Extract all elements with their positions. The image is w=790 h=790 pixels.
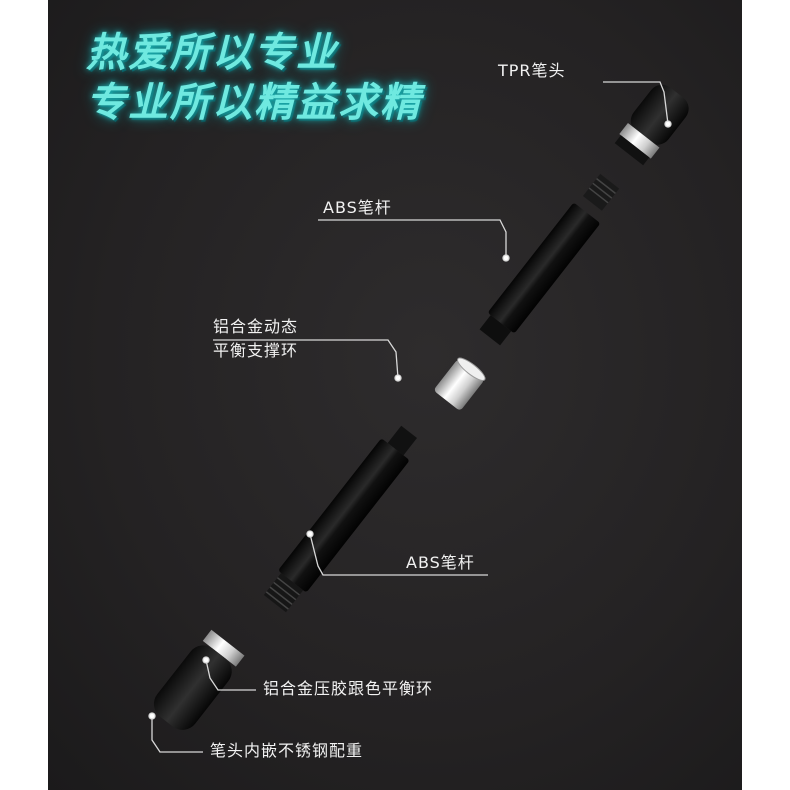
callout-tpr-tip: TPR笔头 <box>498 61 566 80</box>
callout-balance-ring: 铝合金压胶跟色平衡环 <box>263 679 434 698</box>
callout-leaders <box>148 81 672 753</box>
callout-abs-barrel-lower: ABS笔杆 <box>406 553 475 572</box>
headline-line-2: 专业所以精益求精 <box>86 80 422 126</box>
callout-support-ring-line-2: 平衡支撑环 <box>213 341 299 360</box>
callout-counterweight: 笔头内嵌不锈钢配重 <box>210 741 364 760</box>
callout-support-ring-line-1: 铝合金动态 <box>213 317 299 336</box>
pen-exploded-diagram <box>148 81 689 753</box>
callout-abs-barrel-upper: ABS笔杆 <box>323 198 392 217</box>
abs-barrel-lower <box>263 425 417 613</box>
headline-line-1: 热爱所以专业 <box>86 30 338 76</box>
abs-barrel-upper <box>479 203 600 346</box>
upper-thread <box>582 173 620 211</box>
tpr-tip-bottom <box>153 629 245 730</box>
product-canvas: 热爱所以专业 专业所以精益求精 TPR笔头 ABS笔杆 铝合金动态 平衡支撑环 … <box>48 0 742 790</box>
aluminium-support-ring <box>434 357 486 410</box>
tpr-tip-top <box>614 84 689 166</box>
